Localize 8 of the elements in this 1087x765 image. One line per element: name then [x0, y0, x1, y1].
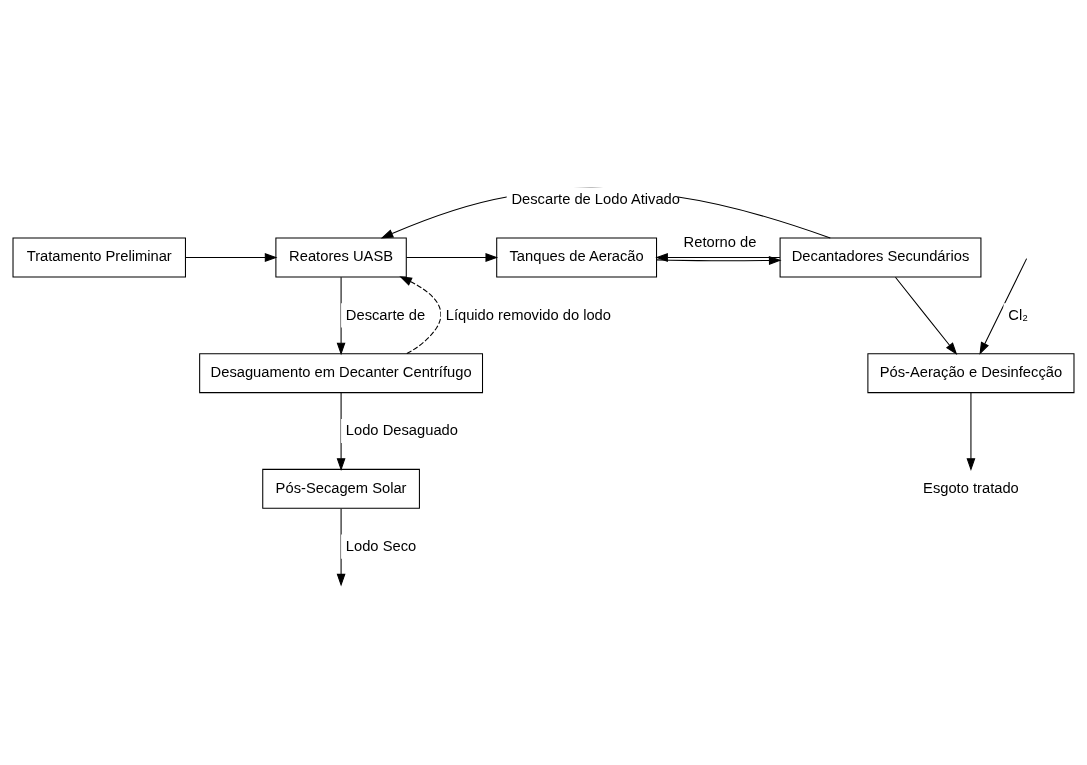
edge-label: Cl₂ — [1008, 306, 1028, 323]
edge-label: Líquido removido do lodo — [445, 306, 612, 323]
edge-label: Descarte de — [345, 306, 426, 323]
edge-label: Retorno de — [683, 233, 757, 250]
edge-label: Descarte de Lodo Ativado — [511, 190, 680, 207]
edge-label: Lodo Desaguado — [345, 421, 458, 438]
node-text: Esgoto tratado — [923, 479, 1019, 496]
edge-label: Lodo Seco — [345, 537, 417, 554]
